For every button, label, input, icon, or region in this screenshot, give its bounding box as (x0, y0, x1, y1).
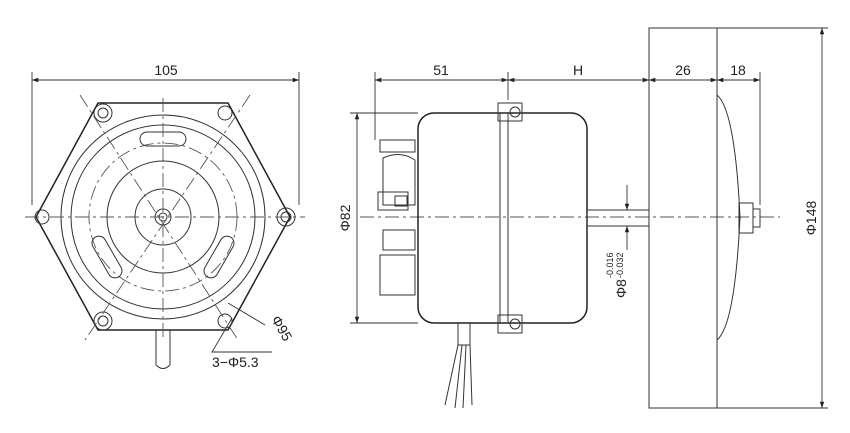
dim-label-phi148: Φ148 (803, 201, 819, 236)
front-view: 105 Φ95 3−Φ5.3 (25, 62, 305, 370)
leader-phi95 (227, 302, 266, 326)
body-bolt-top (497, 102, 523, 122)
lead-wires (444, 344, 473, 409)
shaft-nut (738, 202, 754, 234)
fan-hub-disk (648, 27, 718, 409)
cable-exit (155, 330, 171, 369)
cable-gland (457, 323, 471, 346)
dim-label-phi8-tol-lower: -0.032 (615, 252, 625, 278)
mount-hole-bottom-left (93, 311, 113, 331)
rear-cap-bottom (379, 254, 416, 296)
dim-label-18: 18 (730, 62, 746, 78)
dim-label-h: H (573, 62, 583, 78)
slot-right (203, 235, 235, 279)
mount-hole-top-right (217, 105, 233, 121)
rear-part-upper (382, 154, 416, 206)
rear-nut (394, 195, 408, 207)
rear-cap-top (379, 139, 416, 153)
dim-label-phi8-tol-upper: -0.016 (605, 252, 615, 278)
motor-body (417, 112, 588, 324)
shaft-tip (752, 208, 761, 228)
dim-label-51: 51 (433, 62, 449, 78)
body-bolt-bottom (497, 314, 523, 334)
shaft (586, 209, 650, 227)
mount-hole-bottom-right (217, 313, 233, 329)
slot-left (91, 235, 123, 279)
mount-hole-top-left (93, 103, 113, 123)
dim-label-phi95: Φ95 (268, 313, 295, 344)
dim-label-phi82: Φ82 (337, 204, 353, 231)
side-view: 51 H 26 18 Φ82 Φ148 Φ8 -0.016 -0.032 (337, 27, 828, 409)
dim-label-holes: 3−Φ5.3 (212, 354, 259, 370)
rear-bearing (377, 191, 409, 211)
dim-label-105: 105 (154, 62, 178, 78)
leader-holes (211, 317, 272, 353)
fan-dome (716, 94, 741, 341)
dim-label-phi8: Φ8 (613, 279, 629, 298)
centerline-diagonal-1 (79, 94, 239, 341)
rear-part-lower (382, 229, 416, 251)
dim-label-26: 26 (675, 62, 691, 78)
